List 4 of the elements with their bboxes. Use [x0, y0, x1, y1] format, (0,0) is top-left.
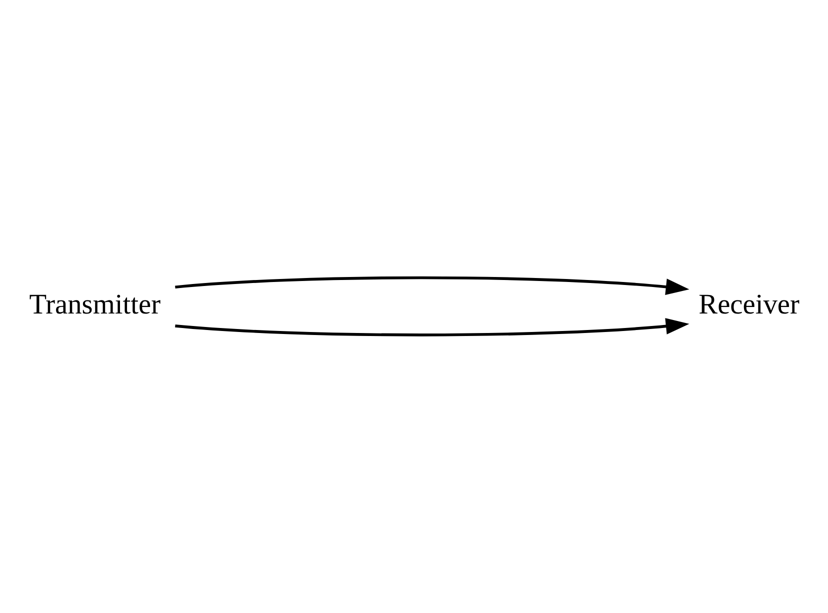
- arrow: [175, 276, 690, 294]
- node-text: Receiver: [698, 289, 800, 320]
- node-text: Transmitter: [29, 289, 161, 320]
- arrow: [175, 318, 690, 336]
